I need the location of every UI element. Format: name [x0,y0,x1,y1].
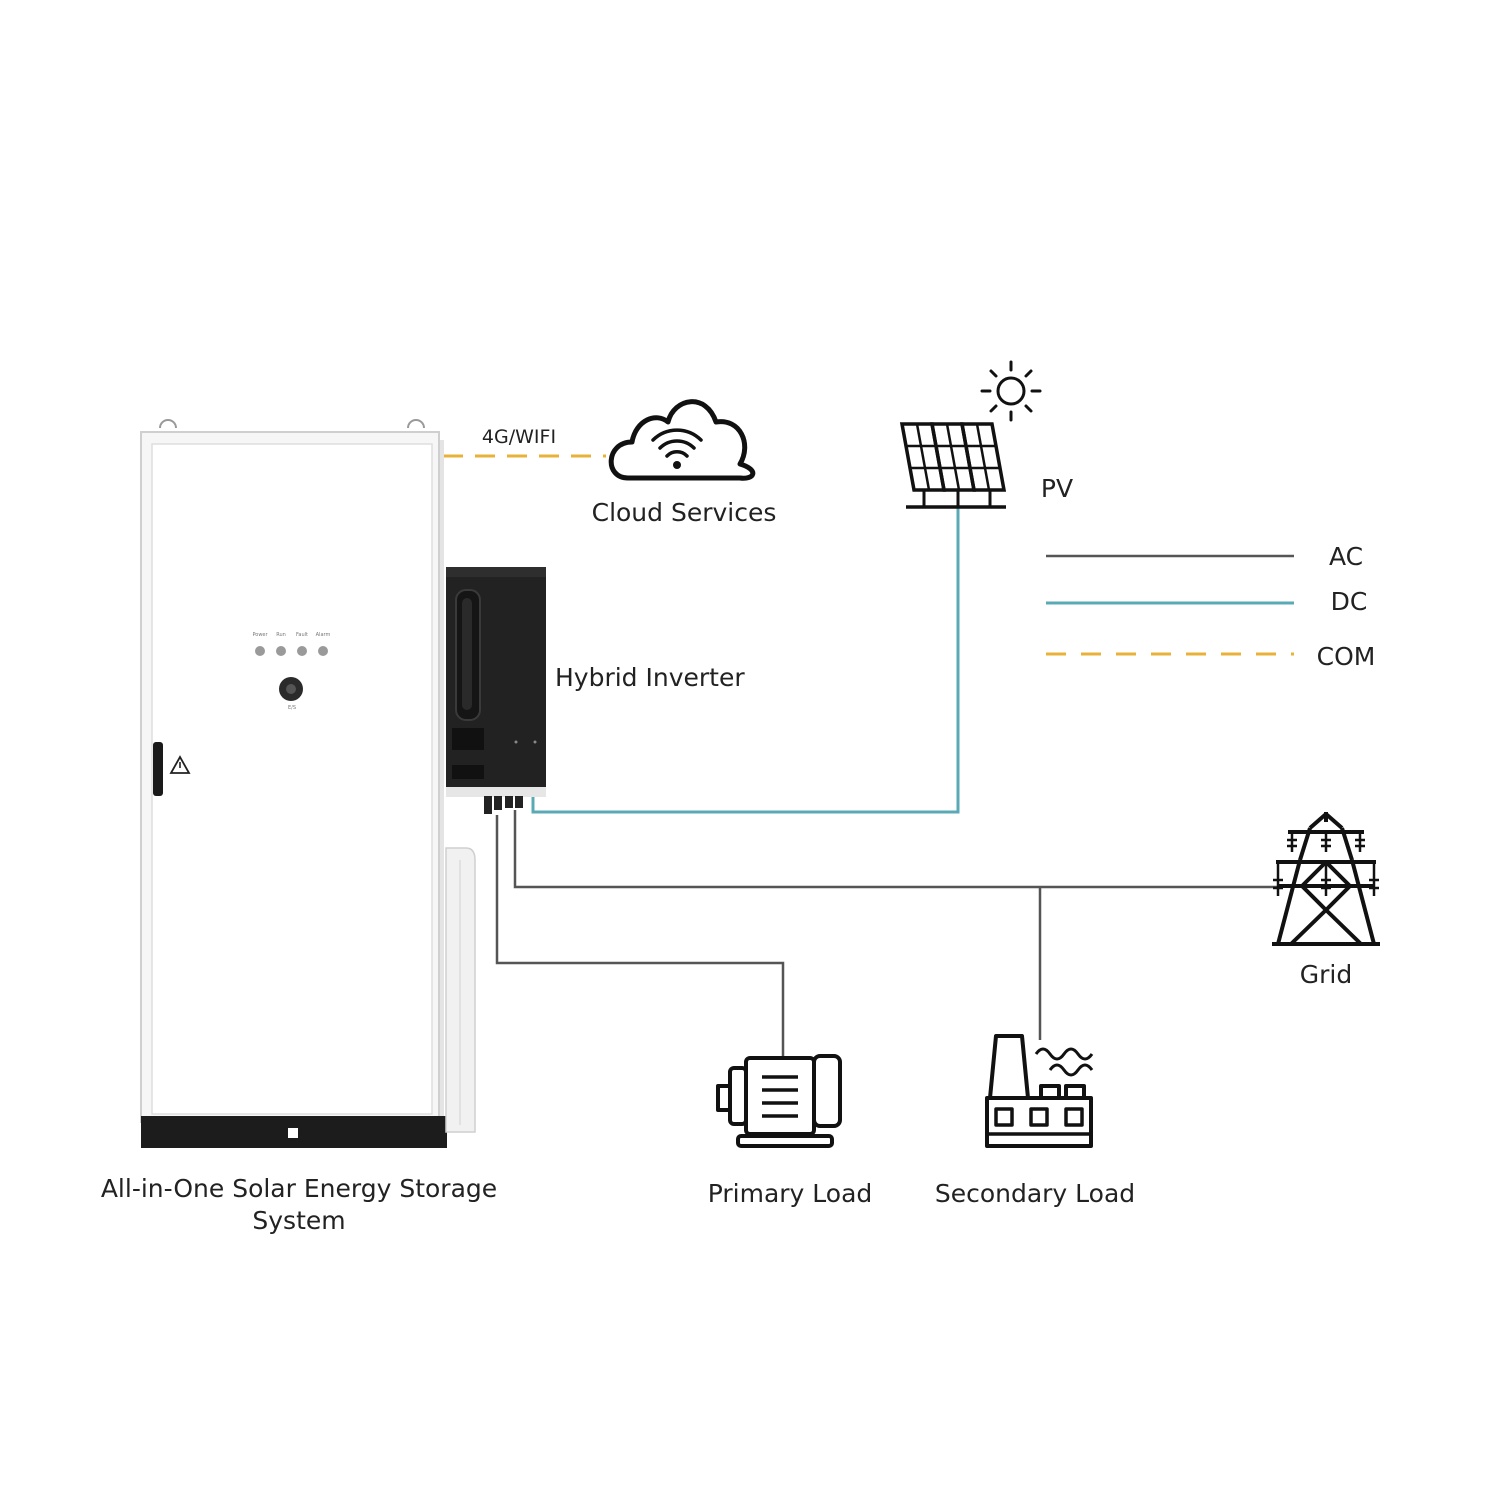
factory-icon [985,1034,1094,1148]
ac-grid-line [513,810,1282,889]
pv-label: PV [1041,474,1073,503]
storage-cabinet: Power Run Fault Alarm E/S [140,419,447,1148]
indicator-label: Power [252,632,268,638]
cloud-services-label: Cloud Services [592,498,777,527]
emergency-stop-button: E/S [279,677,303,711]
ac-primary-load-line [495,815,785,1058]
indicator-label: Run [276,632,286,638]
legend-dc-label: DC [1331,587,1368,616]
indicator-label: Fault [296,632,308,638]
emergency-stop-label: E/S [288,705,296,711]
sun-icon [980,360,1042,422]
transmission-tower-icon [1272,812,1380,946]
legend: AC DC COM [1046,542,1375,671]
motor-icon [716,1054,842,1148]
grid-label: Grid [1300,960,1352,989]
link-4g-wifi-label: 4G/WIFI [482,426,556,448]
primary-load-label: Primary Load [708,1179,873,1208]
indicator-label: Alarm [316,632,331,638]
storage-system-label-line1: All-in-One Solar Energy Storage [101,1174,497,1203]
cloud-wifi-icon [608,399,756,481]
legend-ac-label: AC [1329,542,1363,571]
dc-pv-line [531,508,960,814]
battery-side-unit [445,847,476,1133]
secondary-load-label: Secondary Load [935,1179,1135,1208]
storage-system-label-line2: System [252,1206,345,1235]
hybrid-inverter [446,567,546,814]
indicator-lights: Power Run Fault Alarm [252,632,330,656]
hybrid-inverter-label: Hybrid Inverter [555,663,745,692]
warning-icon [169,755,191,774]
solar-panel-icon [899,422,1007,509]
legend-com-label: COM [1317,642,1376,671]
